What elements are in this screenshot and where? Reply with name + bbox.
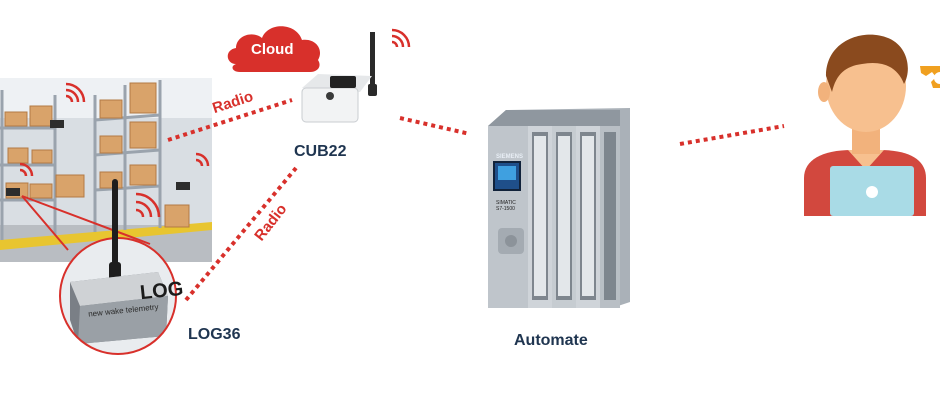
plc-model-text: SIMATIC S7-1500 [496, 200, 516, 212]
warehouse-image [0, 78, 212, 262]
plc-model-line2: S7-1500 [496, 206, 515, 212]
log-antenna [112, 182, 118, 240]
gateway-label: CUB22 [294, 143, 347, 160]
sensor-label: LOG36 [188, 326, 241, 343]
link-gateway-plc [399, 116, 471, 136]
laptop-icon [830, 166, 914, 216]
link-warehouse-gateway [167, 98, 293, 142]
link-plc-user [679, 124, 785, 146]
wifi-signal-icon [19, 82, 210, 218]
gateway-device [301, 32, 377, 123]
plc-brand-text: SIEMENS [496, 154, 524, 160]
log-case-text: LOG [138, 277, 185, 305]
plc-model-line1: SIMATIC [496, 200, 516, 206]
plc-device [488, 108, 630, 308]
zoom-leader-line [21, 195, 69, 251]
plc-label: Automate [514, 332, 588, 349]
radio-links [167, 98, 785, 302]
wifi-signal-icon [391, 28, 411, 48]
cloud-icon [227, 26, 321, 72]
log-device-zoom [59, 237, 177, 355]
zoom-leader-line [21, 195, 151, 245]
gear-icon [920, 66, 940, 88]
cloud-label: Cloud [251, 41, 294, 58]
